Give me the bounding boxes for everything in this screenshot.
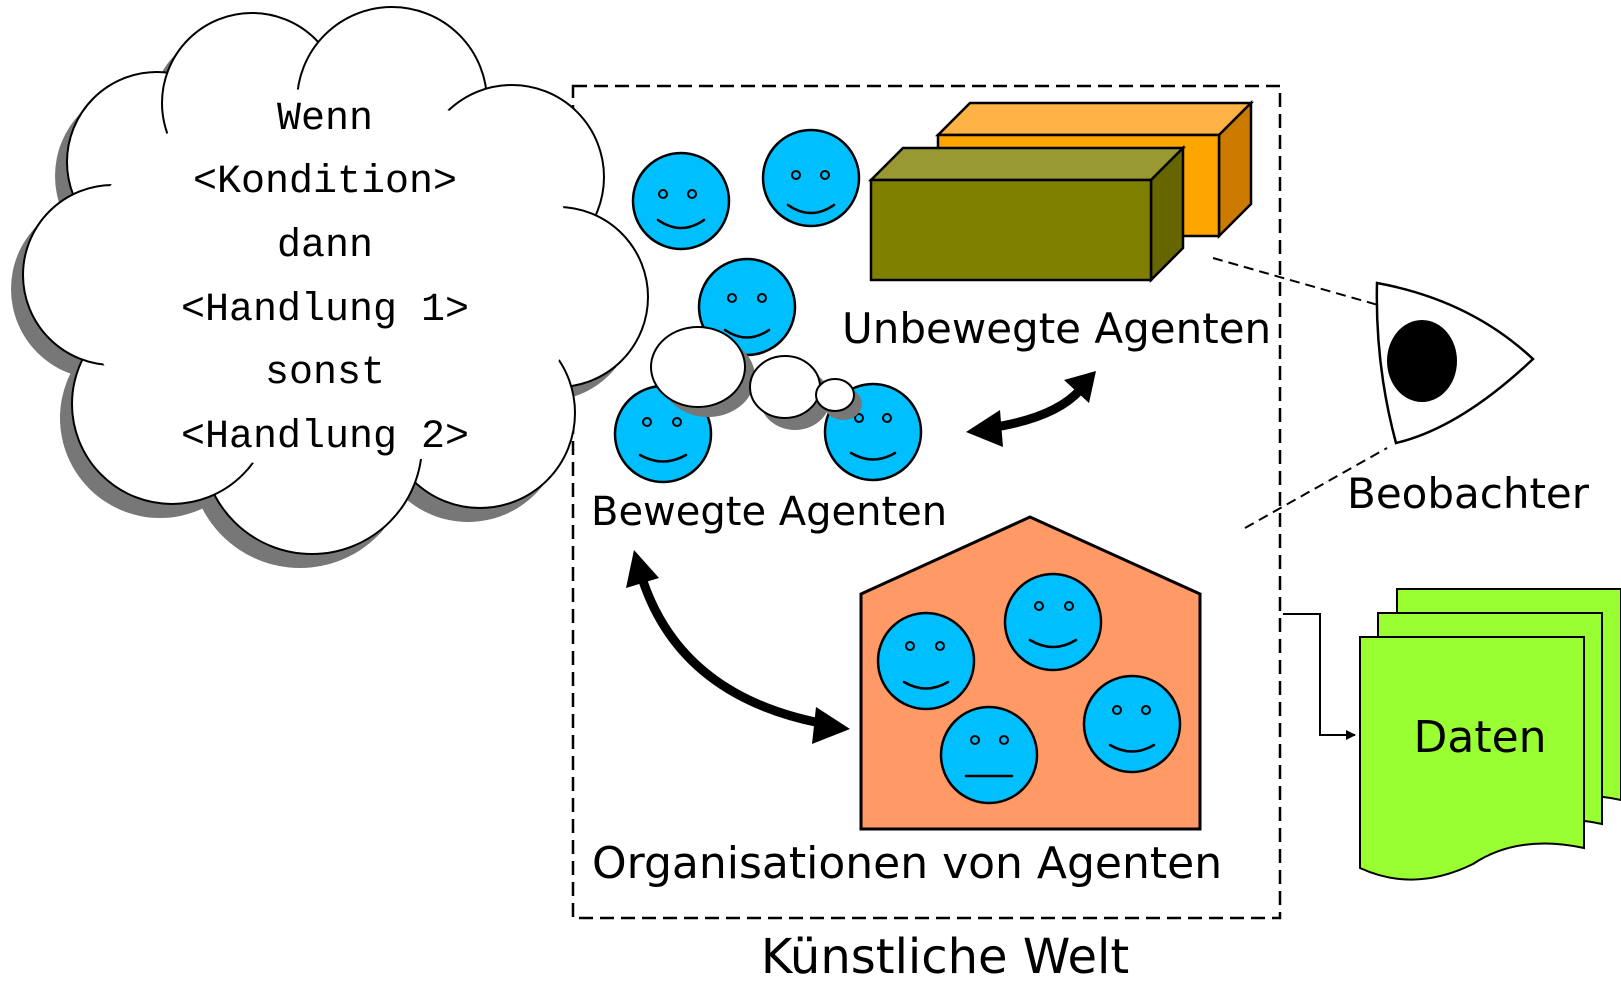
data-connector <box>1283 613 1356 740</box>
observer-eye-icon <box>1212 257 1535 529</box>
cloud-line: <Handlung 1> <box>181 288 469 333</box>
cloud-line: sonst <box>265 351 385 396</box>
cloud-line: <Handlung 2> <box>181 415 469 460</box>
data-documents-icon <box>1359 588 1621 881</box>
cloud-line: Wenn <box>277 97 373 142</box>
thought-bubbles <box>650 326 862 430</box>
smiley-face <box>697 257 797 357</box>
neutral-face <box>939 705 1039 805</box>
label-organisationen: Organisationen von Agenten <box>592 838 1222 889</box>
smiley-face <box>761 128 861 228</box>
label-kuenstliche-welt: Künstliche Welt <box>761 929 1129 981</box>
label-bewegte-agenten: Bewegte Agenten <box>591 489 947 535</box>
double-arrow-icon <box>626 550 850 744</box>
label-daten: Daten <box>1413 712 1546 763</box>
world-frame <box>571 84 1282 920</box>
double-arrow-icon <box>966 371 1096 447</box>
cloud-line: dann <box>277 224 373 269</box>
cloud-line: <Kondition> <box>193 160 457 205</box>
label-beobachter: Beobachter <box>1347 469 1590 518</box>
label-unbewegte-agenten: Unbewegte Agenten <box>842 304 1271 353</box>
smiley-face <box>876 611 976 711</box>
smiley-face <box>1003 572 1103 672</box>
unmoving-agents-blocks <box>867 99 1255 284</box>
smiley-face <box>1082 674 1182 774</box>
smiley-face <box>631 151 731 251</box>
rule-cloud: Wenn <Kondition> dann <Handlung 1> sonst… <box>11 6 649 568</box>
